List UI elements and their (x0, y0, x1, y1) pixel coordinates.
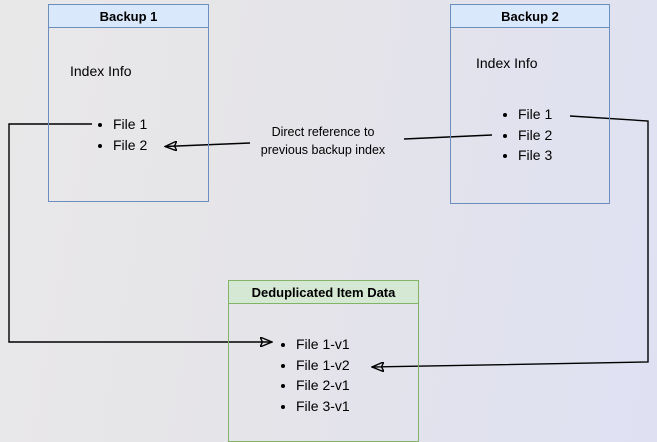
file-item: File 1-v2 (296, 355, 350, 376)
file-item: File 1-v1 (296, 334, 350, 355)
file-item: File 1 (113, 114, 147, 135)
backup1-file-list: File 1 File 2 (97, 114, 147, 156)
dedup-title: Deduplicated Item Data (229, 281, 418, 304)
dedup-box: Deduplicated Item Data File 1-v1 File 1-… (228, 280, 419, 442)
backup1-subtitle: Index Info (70, 63, 132, 79)
file-item: File 1 (518, 104, 552, 125)
file-item: File 3-v1 (296, 396, 350, 417)
backup1-title: Backup 1 (49, 5, 208, 28)
file-item: File 2 (518, 125, 552, 146)
backup1-body: Index Info File 1 File 2 (49, 28, 208, 201)
backup2-subtitle: Index Info (476, 55, 538, 71)
file-item: File 3 (518, 145, 552, 166)
backup2-file-list: File 1 File 2 File 3 (502, 104, 552, 166)
dedup-body: File 1-v1 File 1-v2 File 2-v1 File 3-v1 (229, 304, 418, 441)
file-item: File 2-v1 (296, 375, 350, 396)
backup1-box: Backup 1 Index Info File 1 File 2 (48, 4, 209, 202)
direct-reference-label-line2: previous backup index (260, 143, 386, 157)
backup2-title: Backup 2 (451, 5, 609, 28)
direct-reference-label: Direct reference to previous backup inde… (240, 123, 406, 159)
file-item: File 2 (113, 135, 147, 156)
backup2-body: Index Info File 1 File 2 File 3 (451, 28, 609, 203)
backup2-box: Backup 2 Index Info File 1 File 2 File 3 (450, 4, 610, 204)
direct-reference-label-line1: Direct reference to (271, 125, 375, 139)
dedup-file-list: File 1-v1 File 1-v2 File 2-v1 File 3-v1 (280, 334, 350, 416)
